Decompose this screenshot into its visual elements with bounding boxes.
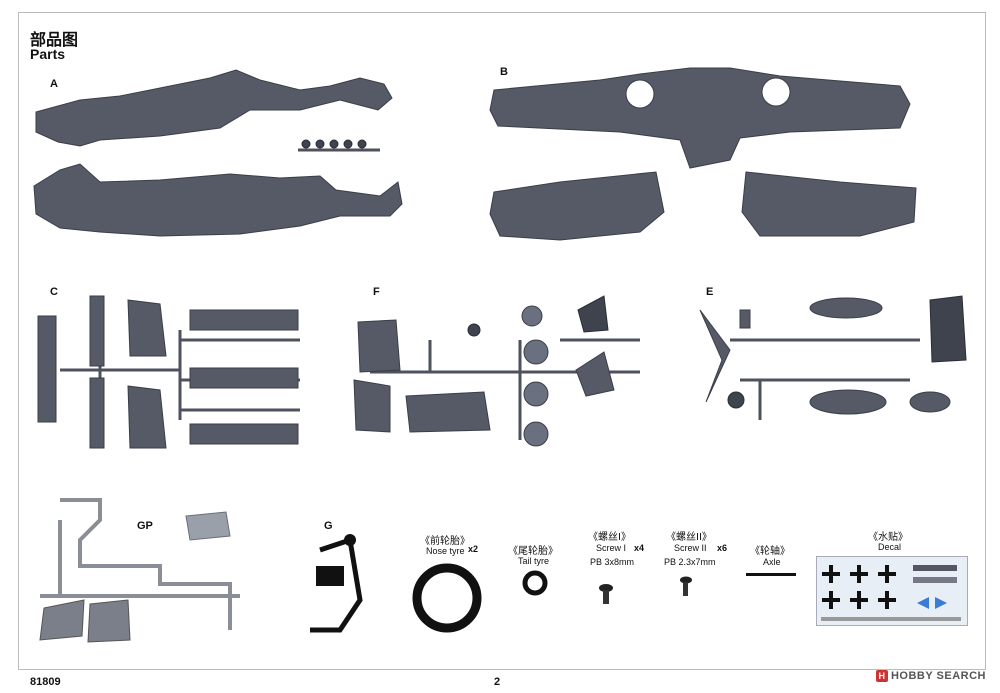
screw2-spec: PB 2.3x7mm (664, 557, 716, 567)
decal-sheet (816, 556, 968, 626)
screw1-label-cn: 《螺丝I》 (588, 532, 631, 543)
screw1-spec: PB 3x8mm (590, 557, 635, 567)
group-label-f: F (373, 286, 380, 298)
sprue-e (699, 295, 967, 420)
sprue-gp (39, 498, 240, 643)
decal-label-cn: 《水贴》 (868, 532, 908, 543)
nose-tyre-label-en: Nose tyre (426, 546, 465, 556)
decal-artwork (821, 565, 961, 621)
hobby-search-logo-icon: H (875, 670, 888, 682)
page-number: 2 (494, 676, 501, 688)
product-code: 81809 (30, 676, 61, 688)
sprue-a-fuselage (33, 69, 403, 237)
page-title-en: Parts (30, 46, 66, 62)
sprue-b-wings (489, 67, 917, 241)
group-label-g: G (324, 520, 333, 532)
watermark-text: HOBBY SEARCH (890, 670, 986, 682)
page-frame (18, 12, 986, 670)
tail-tyre-ring (522, 570, 548, 596)
screw2-shape (680, 576, 692, 596)
sprue-g (310, 534, 363, 633)
group-label-c: C (50, 286, 58, 298)
group-label-b: B (500, 66, 508, 78)
group-label-gp: GP (137, 520, 153, 532)
tail-tyre-label-cn: 《尾轮胎》 (508, 546, 558, 557)
screw2-label-en: Screw II (674, 543, 707, 553)
axle-label-cn: 《轮轴》 (750, 546, 790, 557)
decal-label-en: Decal (878, 542, 902, 552)
sprue-c (37, 295, 300, 449)
screw1-qty: x4 (634, 543, 645, 553)
nose-tyre-qty: x2 (468, 544, 479, 554)
screw1-label-en: Screw I (596, 543, 627, 553)
screw1-shape (599, 584, 613, 604)
screw2-qty: x6 (717, 543, 728, 553)
group-label-e: E (706, 286, 714, 298)
axle-rod (746, 573, 796, 576)
group-label-a: A (50, 78, 58, 90)
tail-tyre-label-en: Tail tyre (518, 556, 550, 566)
nose-tyre-label-cn: 《前轮胎》 (420, 536, 470, 547)
screw2-label-cn: 《螺丝II》 (666, 532, 712, 543)
axle-label-en: Axle (763, 557, 781, 567)
page-title-cn: 部品图 (30, 32, 79, 49)
nose-tyre-ring (412, 563, 482, 633)
sprue-f (353, 295, 640, 447)
